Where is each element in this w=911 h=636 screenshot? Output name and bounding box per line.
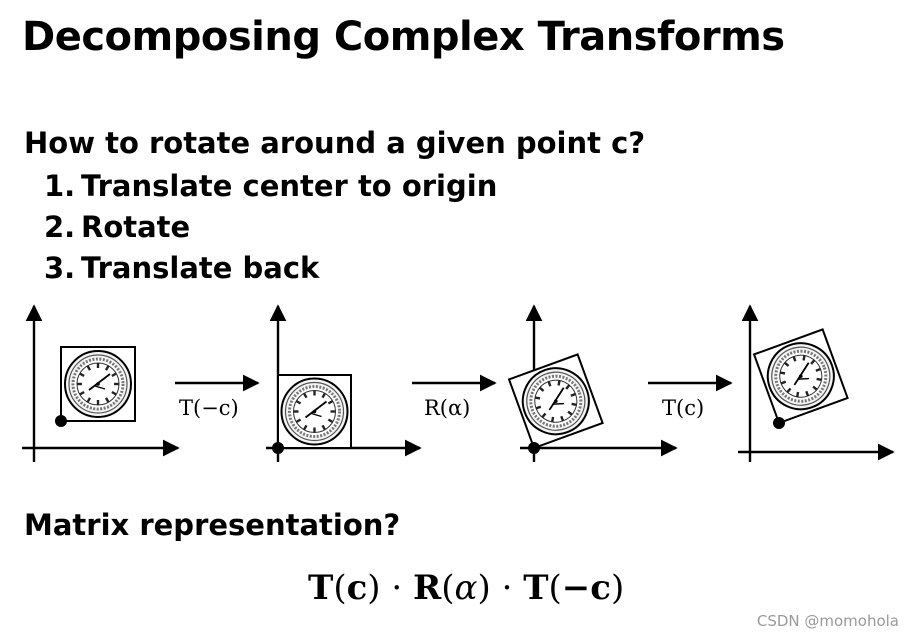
- formula-neg-c: −c: [561, 568, 611, 608]
- center-point: [528, 442, 540, 454]
- formula-r: R: [412, 568, 442, 608]
- panel-translated: [266, 304, 422, 462]
- formula-dot: ·: [391, 568, 403, 608]
- arrow-translate-back: T(c): [648, 374, 733, 420]
- center-point: [773, 417, 785, 429]
- label-translate-back: T(c): [662, 396, 704, 420]
- panel-final: [738, 304, 895, 462]
- matrix-formula: T(c) · R(α) · T(−c): [308, 568, 624, 608]
- arrow-rotate: R(α): [412, 374, 497, 420]
- formula-paren: ): [367, 568, 381, 608]
- step-number: 1.: [44, 169, 76, 203]
- step-text: Translate back: [81, 251, 320, 285]
- formula-paren: ): [610, 568, 625, 608]
- formula-c: c: [346, 568, 368, 608]
- label-translate-neg: T(−c): [179, 396, 239, 420]
- formula-t: T: [308, 568, 334, 608]
- watermark: CSDN @momohola: [756, 612, 899, 630]
- matrix-question: Matrix representation?: [24, 508, 401, 542]
- step-text: Rotate: [81, 210, 191, 244]
- step-number: 2.: [44, 210, 76, 244]
- center-point: [272, 442, 284, 454]
- page-title: Decomposing Complex Transforms: [22, 14, 785, 60]
- clock-icon: [280, 377, 349, 446]
- panel-rotated: [507, 304, 678, 462]
- step-number: 3.: [44, 251, 76, 285]
- clock-icon: [63, 349, 133, 419]
- label-rotate: R(α): [424, 396, 470, 420]
- formula-dot: ·: [501, 568, 513, 608]
- formula-paren: ): [477, 568, 491, 608]
- formula-paren: (: [333, 568, 347, 608]
- question-text: How to rotate around a given point c?: [24, 126, 646, 160]
- steps-list: 1.Translate center to origin 2.Rotate 3.…: [44, 166, 497, 289]
- arrow-translate-neg: T(−c): [175, 374, 260, 420]
- step-item: 2.Rotate: [44, 207, 497, 248]
- transform-diagram: T(−c) R(α) T(c): [22, 304, 895, 462]
- formula-t: T: [523, 568, 549, 608]
- panel-original: [22, 304, 180, 462]
- formula-alpha: α: [454, 568, 478, 608]
- formula-paren: (: [548, 568, 562, 608]
- step-item: 3.Translate back: [44, 248, 497, 289]
- clock-icon: [512, 357, 600, 446]
- center-point: [55, 415, 67, 427]
- step-text: Translate center to origin: [81, 169, 498, 203]
- formula-paren: (: [441, 568, 455, 608]
- clock-icon: [757, 332, 845, 421]
- step-item: 1.Translate center to origin: [44, 166, 497, 207]
